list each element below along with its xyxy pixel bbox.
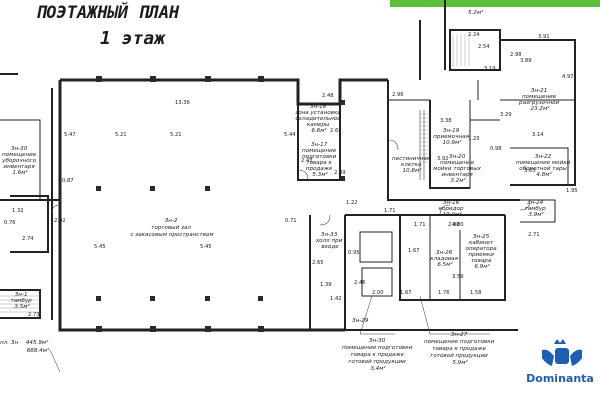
dim-wall: 3.14 [532, 132, 544, 138]
dim-wall: 1.67 [400, 290, 412, 296]
dim-wall: 2.73 [28, 312, 40, 318]
dim-wall: 3.89 [520, 58, 532, 64]
dim-wall: 4.80 [452, 222, 464, 228]
dim-wall: 0.71 [285, 218, 297, 224]
room-label-unloading: Зн-21 помещение разгрузочной 23.2м² [518, 88, 561, 112]
dim-wall: 2.39 [334, 170, 346, 176]
dim-wall: 0.76 [4, 220, 16, 226]
dim-wall: 2.80 [448, 222, 460, 228]
brand-accent-bar [390, 0, 600, 7]
dim-wall: 0.87 [62, 178, 74, 184]
dim-wall: 0.98 [490, 146, 502, 152]
dim-wall: 2.92 [54, 218, 66, 224]
room-label-hall: Зн-2 торговый зал с закасовым пространст… [130, 218, 214, 238]
area-totals: пл. Зн 445.9м² 688.4м² [0, 339, 50, 354]
room-label-utility: Зн-30 помещение уборочного инвентаря 1.6… [1, 146, 38, 176]
dim-wall: 1.32 [12, 208, 24, 214]
doors [51, 139, 531, 226]
room-label-stairwell: пестиничная клетка 10.8м² [392, 156, 432, 174]
dim-span: 5.21 [115, 132, 127, 138]
dim-wall: 3.29 [500, 112, 512, 118]
dim-wall: 1.58 [470, 290, 482, 296]
dim-wall: 2.48 [322, 93, 334, 99]
dim-wall: 5.47 [64, 132, 76, 138]
dim-wall: 2.65 [312, 260, 324, 266]
dim-wall: 3.59 [452, 274, 464, 280]
room-label-stair-area: 5.2м² [468, 9, 484, 16]
brand-name: Dominanta [526, 372, 594, 385]
dim-wall: 1.22 [346, 200, 358, 206]
dim-wall: 4.97 [562, 74, 574, 80]
stairs [0, 34, 470, 313]
dim-wall: 1.76 [438, 290, 450, 296]
room-label-prep-bottom-2: Зн-27 помещение подготовки товара к прод… [424, 332, 496, 366]
dim-wall: 3.03 [524, 168, 536, 174]
dim-wall: 5.44 [284, 132, 296, 138]
columns [96, 76, 345, 332]
dim-wall: 2.46 [354, 280, 366, 286]
room-label-prep: Зн-17 помещение подготовки товара к прод… [302, 142, 338, 178]
walls [0, 0, 576, 332]
room-label-vestibule-east: Зн-24 тамбур 3.9м² [525, 200, 548, 218]
dim-wall: 0.95 [348, 250, 360, 256]
dim-wall: 1.39 [320, 282, 332, 288]
dim-wall: 1.95 [566, 188, 578, 194]
room-label-office: Зн-25 кабинет оператора приемки товара 6… [466, 234, 499, 270]
dim-hall-width: 13.36 [175, 100, 190, 106]
dim-span: 5.45 [94, 244, 106, 250]
brand-logo: Dominanta [526, 339, 594, 385]
dim-wall: 2.96 [392, 92, 404, 98]
room-label-reception: Зн-19 приемочная 10.9м² [433, 128, 470, 146]
dim-span: 5.21 [170, 132, 182, 138]
floor-label: 1 этаж [100, 28, 166, 49]
plan-title: ПОЭТАЖНЫЙ ПЛАН [36, 1, 180, 23]
room-label-lobby: Зн-33 холл при входе [315, 232, 344, 250]
room-label-29: Зн-29 [352, 318, 369, 324]
room-label-corridor: Зн-16 коридор 19.0м² [439, 200, 466, 218]
dim-wall: 3.92 [437, 156, 449, 162]
dim-wall: 1.71 [414, 222, 426, 228]
dim-wall: 2.71 [528, 232, 540, 238]
dim-wall: 1.67 [408, 248, 420, 254]
room-label-cooling-zone: Зн-18 зона установки охладительной камер… [295, 104, 343, 134]
dim-wall: 2.65 [330, 128, 342, 134]
dim-wall: 2.43 [301, 158, 313, 164]
dim-wall: 1.42 [330, 296, 342, 302]
dim-wall: 3.19 [484, 66, 496, 72]
dim-wall: 2.54 [478, 44, 490, 50]
room-label-storage: Зн-26 кладовая 6.5м² [430, 250, 460, 268]
room-label-wash: Зн-20 помещение мойки торговых инвентаря… [433, 154, 482, 184]
leaders [49, 295, 490, 373]
lion-emblem-icon [542, 339, 582, 366]
dim-wall: 2.74 [22, 236, 34, 242]
dim-wall: 2.00 [372, 290, 384, 296]
room-label-tare-wash: Зн-22 помещение мойки оборотной тары 4.8… [516, 154, 572, 178]
dimension-labels: 13.36 5.21 5.21 5.47 5.44 0.87 2.92 5.45… [4, 32, 578, 318]
room-labels: Зн-2 торговый зал с закасовым пространст… [0, 9, 572, 372]
room-label-vestibule-west: Зн-1 тамбур 3.5м² [11, 292, 34, 310]
dim-span: 5.45 [200, 244, 212, 250]
dim-wall: 1.23 [468, 136, 480, 142]
dim-wall: 3.38 [440, 118, 452, 124]
dim-wall: 2.98 [510, 52, 522, 58]
dim-wall: 3.91 [538, 34, 550, 40]
dim-wall: 2.24 [468, 32, 480, 38]
room-label-prep-bottom-1: Зн-30 помещение подготовки товара к прод… [342, 338, 414, 372]
dim-wall: 1.71 [384, 208, 396, 214]
